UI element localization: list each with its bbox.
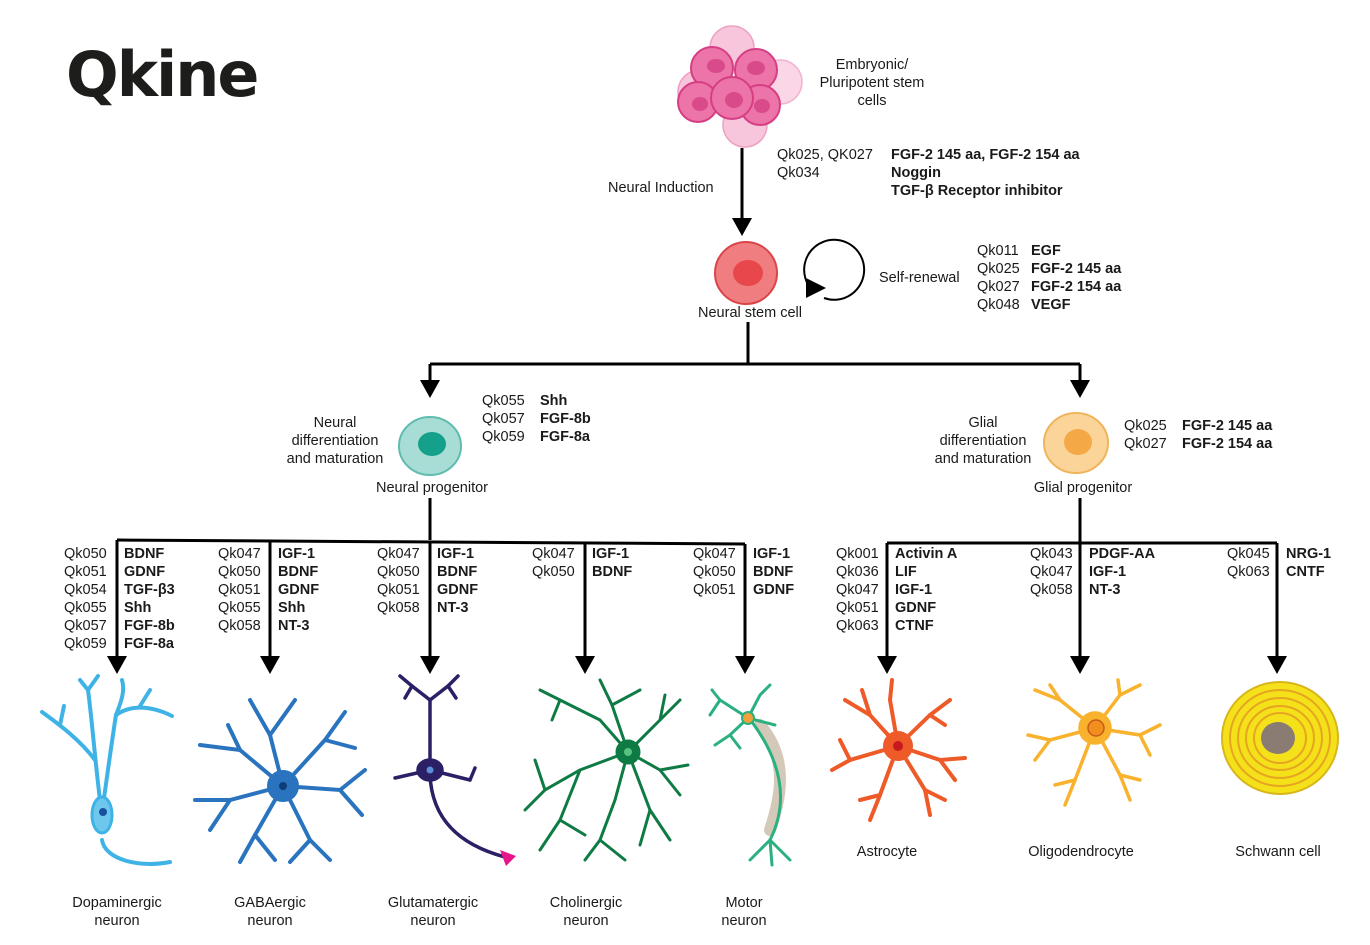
arrowhead-glutamatergic bbox=[420, 656, 440, 674]
glutamatergic-neuron-icon bbox=[393, 674, 516, 866]
arrowhead-neural bbox=[420, 380, 440, 398]
glial-progenitor-cell bbox=[1043, 412, 1109, 474]
glutamatergic-neuron-label: Glutamatergic neuron bbox=[387, 895, 479, 929]
arrowhead-oligodendrocyte bbox=[1070, 656, 1090, 674]
neural-progenitor-label: Neural progenitor bbox=[375, 480, 489, 496]
connector-lines bbox=[107, 148, 1287, 674]
astrocyte-icon bbox=[830, 678, 967, 822]
cholinergic-neuron-label: Cholinergic neuron bbox=[549, 895, 623, 929]
induction-factors: FGF-2 145 aa, FGF-2 154 aa Noggin TGF-β … bbox=[891, 146, 1080, 200]
schwann-cell-icon bbox=[1221, 681, 1339, 795]
arrowhead-induction bbox=[732, 218, 752, 236]
schwann-cell-label: Schwann cell bbox=[1235, 844, 1321, 860]
arrowhead-dopaminergic bbox=[107, 656, 127, 674]
glial-progenitor-label: Glial progenitor bbox=[1033, 480, 1133, 496]
motor-neuron-label: Motor neuron bbox=[721, 895, 767, 929]
dopaminergic-neuron-label: Dopaminergic neuron bbox=[72, 895, 162, 929]
qkine-logo: Qkine bbox=[66, 38, 259, 111]
oligodendrocyte-icon bbox=[1026, 678, 1162, 807]
gabaergic-neuron-icon bbox=[193, 698, 367, 864]
stem-cell-cluster bbox=[677, 25, 803, 148]
arrowhead-astrocyte bbox=[877, 656, 897, 674]
stem-cells-label: Embryonic/ Pluripotent stem cells bbox=[819, 57, 925, 109]
induction-code: Qk025, QK027 bbox=[777, 147, 873, 163]
induction-factor: Noggin bbox=[891, 165, 941, 181]
gabaergic-neuron-label: GABAergic neuron bbox=[234, 895, 306, 929]
neural-differentiation-label: Neural differentiation and maturation bbox=[286, 415, 384, 467]
arrowhead-glial bbox=[1070, 380, 1090, 398]
glial-differentiation-label: Glial differentiation and maturation bbox=[934, 415, 1032, 467]
neural-induction-label: Neural Induction bbox=[608, 180, 714, 196]
self-renewal-label: Self-renewal bbox=[879, 270, 960, 286]
induction-factor: FGF-2 145 aa, FGF-2 154 aa bbox=[891, 147, 1080, 163]
neural-stem-cell bbox=[714, 241, 778, 305]
arrowhead-motor bbox=[735, 656, 755, 674]
neural-stem-cell-label: Neural stem cell bbox=[698, 305, 802, 321]
induction-codes: Qk025, QK027 Qk034 bbox=[777, 146, 873, 182]
self-renewal-loop bbox=[803, 238, 866, 301]
motor-neuron-icon bbox=[708, 683, 792, 867]
dopaminergic-neuron-icon bbox=[40, 674, 174, 866]
astrocyte-label: Astrocyte bbox=[856, 844, 918, 860]
neural-progenitor-cell bbox=[398, 416, 462, 476]
oligodendrocyte-label: Oligodendrocyte bbox=[1028, 844, 1134, 860]
cholinergic-neuron-icon bbox=[523, 678, 690, 862]
arrowhead-cholinergic bbox=[575, 656, 595, 674]
induction-code: Qk034 bbox=[777, 165, 820, 181]
arrowhead-gabaergic bbox=[260, 656, 280, 674]
induction-factor: TGF-β Receptor inhibitor bbox=[891, 183, 1063, 199]
arrowhead-schwann bbox=[1267, 656, 1287, 674]
